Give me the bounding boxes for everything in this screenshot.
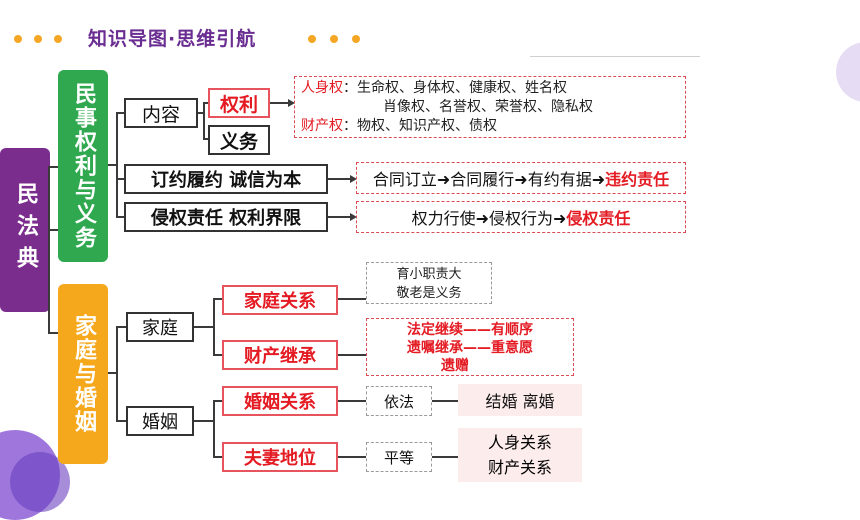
connector	[432, 456, 458, 458]
branch-rights-duties: 民事权利与义务	[58, 70, 108, 262]
connector	[116, 216, 124, 218]
header-dot	[330, 35, 338, 43]
property-rights-text: ：物权、知识产权、债权	[343, 118, 497, 134]
connector	[116, 326, 118, 422]
spouse-item: 人身关系	[487, 433, 552, 452]
connector	[213, 354, 223, 356]
connector	[48, 332, 60, 334]
connector	[108, 372, 116, 374]
connector	[213, 298, 215, 356]
spouse-basis: 平等	[366, 442, 432, 472]
arrow	[328, 212, 357, 221]
connector	[203, 138, 209, 140]
marriage-relation-node: 婚姻关系	[222, 386, 338, 416]
inheritance-node: 财产继承	[222, 340, 338, 370]
connector	[116, 178, 124, 180]
header-dot	[54, 35, 62, 43]
connector	[213, 400, 223, 402]
tort-flow-box: 权力行使➜侵权行为➜侵权责任	[356, 201, 686, 233]
rights-detail-line: 财产权：物权、知识产权、债权	[301, 117, 685, 136]
connector	[198, 112, 204, 114]
family-node: 家庭	[126, 312, 194, 342]
connector	[194, 420, 214, 422]
header-divider	[530, 56, 700, 57]
tort-node: 侵权责任 权利界限	[124, 202, 328, 232]
header-dot	[352, 35, 360, 43]
branch-family-marriage: 家庭与婚姻	[58, 284, 108, 464]
personal-rights-text2: 肖像权、名誉权、荣誉权、隐私权	[383, 99, 593, 115]
content-node: 内容	[124, 98, 198, 128]
connector	[213, 400, 215, 458]
marriage-node: 婚姻	[126, 406, 194, 436]
property-rights-tag: 财产权	[301, 118, 343, 134]
arrow	[328, 174, 357, 183]
connector	[338, 400, 366, 402]
header-dot	[14, 35, 22, 43]
header-dot	[308, 35, 316, 43]
spouse-item: 财产关系	[487, 458, 552, 477]
connector	[338, 298, 366, 300]
note-line: 法定继续——有顺序	[407, 322, 533, 338]
rights-detail-line: 人身权：生命权、身体权、健康权、姓名权	[301, 79, 685, 98]
contract-result: 违约责任	[605, 170, 670, 189]
connector	[338, 354, 366, 356]
note-line: 敬老是义务	[396, 286, 462, 301]
note-line: 遗赠	[441, 358, 469, 374]
connector	[432, 400, 458, 402]
note-line: 育小职责大	[396, 267, 462, 282]
connector	[50, 229, 58, 231]
arrow	[270, 98, 295, 107]
tort-result: 侵权责任	[566, 209, 631, 228]
tort-flow: 权力行使➜侵权行为➜	[411, 209, 567, 228]
note-line: 遗嘱继承——重意愿	[407, 340, 533, 356]
connector	[338, 456, 366, 458]
header-dot	[34, 35, 42, 43]
marriage-basis: 依法	[366, 386, 432, 416]
connector	[203, 102, 205, 140]
connector	[116, 112, 118, 218]
rights-detail-line: 肖像权、名誉权、荣誉权、隐私权	[301, 98, 685, 117]
contract-node: 订约履约 诚信为本	[124, 164, 328, 194]
rights-detail-box: 人身权：生命权、身体权、健康权、姓名权 肖像权、名誉权、荣誉权、隐私权 财产权：…	[294, 76, 686, 138]
duty-node: 义务	[208, 125, 270, 155]
connector	[108, 164, 116, 166]
connector	[116, 420, 126, 422]
connector	[203, 102, 209, 104]
connector	[213, 298, 223, 300]
page-title: 知识导图·思维引航	[88, 28, 257, 50]
contract-flow: 合同订立➜合同履行➜有约有据➜	[372, 170, 606, 189]
root-node: 民法典	[0, 148, 50, 312]
spouse-status-node: 夫妻地位	[222, 442, 338, 472]
connector	[48, 166, 60, 168]
contract-flow-box: 合同订立➜合同履行➜有约有据➜违约责任	[356, 162, 686, 194]
connector	[194, 326, 214, 328]
family-relation-node: 家庭关系	[222, 285, 338, 315]
connector	[116, 326, 126, 328]
rights-node: 权利	[208, 88, 270, 118]
decor-circle	[836, 42, 860, 102]
spouse-items: 人身关系 财产关系	[458, 428, 582, 482]
connector	[48, 166, 50, 334]
connector	[213, 456, 223, 458]
marriage-items: 结婚 离婚	[458, 384, 582, 416]
connector	[116, 112, 124, 114]
personal-rights-text: ：生命权、身体权、健康权、姓名权	[343, 80, 567, 96]
family-relation-note: 育小职责大 敬老是义务	[366, 262, 492, 304]
personal-rights-tag: 人身权	[301, 80, 343, 96]
inheritance-note: 法定继续——有顺序 遗嘱继承——重意愿 遗赠	[366, 318, 574, 376]
